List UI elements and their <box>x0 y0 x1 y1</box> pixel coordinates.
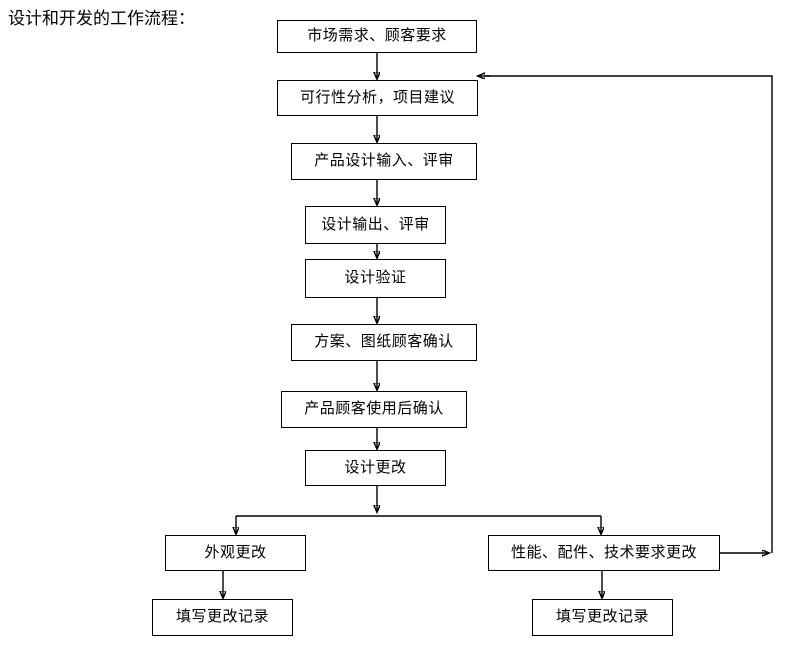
node-label: 市场需求、顾客要求 <box>307 27 447 45</box>
node-label: 设计更改 <box>344 458 407 476</box>
node-design-verification[interactable]: 设计验证 <box>305 259 446 298</box>
node-label: 外观更改 <box>204 543 267 561</box>
node-market-demand[interactable]: 市场需求、顾客要求 <box>277 20 477 53</box>
node-label: 性能、配件、技术要求更改 <box>510 543 697 561</box>
page-title: 设计和开发的工作流程： <box>8 9 195 28</box>
node-post-use-confirm[interactable]: 产品顾客使用后确认 <box>281 391 467 428</box>
node-label: 产品顾客使用后确认 <box>304 400 444 418</box>
node-appearance-change[interactable]: 外观更改 <box>165 535 306 571</box>
node-label: 填写更改记录 <box>555 608 649 626</box>
node-label: 产品设计输入、评审 <box>314 152 454 170</box>
node-performance-spec-change[interactable]: 性能、配件、技术要求更改 <box>488 535 720 571</box>
node-feasibility-analysis[interactable]: 可行性分析，项目建议 <box>277 80 478 116</box>
node-label: 填写更改记录 <box>175 608 269 626</box>
node-drawing-customer-confirm[interactable]: 方案、图纸顾客确认 <box>291 324 477 361</box>
node-design-output-review[interactable]: 设计输出、评审 <box>305 206 446 244</box>
node-label: 可行性分析，项目建议 <box>299 88 455 106</box>
node-label: 设计验证 <box>344 269 407 287</box>
node-change-record-left[interactable]: 填写更改记录 <box>152 599 293 636</box>
node-change-record-right[interactable]: 填写更改记录 <box>532 599 673 636</box>
node-design-input-review[interactable]: 产品设计输入、评审 <box>291 143 477 180</box>
node-label: 方案、图纸顾客确认 <box>314 333 454 351</box>
node-design-change[interactable]: 设计更改 <box>305 450 446 486</box>
edge-feedback-rail <box>485 75 773 553</box>
node-label: 设计输出、评审 <box>321 215 430 233</box>
